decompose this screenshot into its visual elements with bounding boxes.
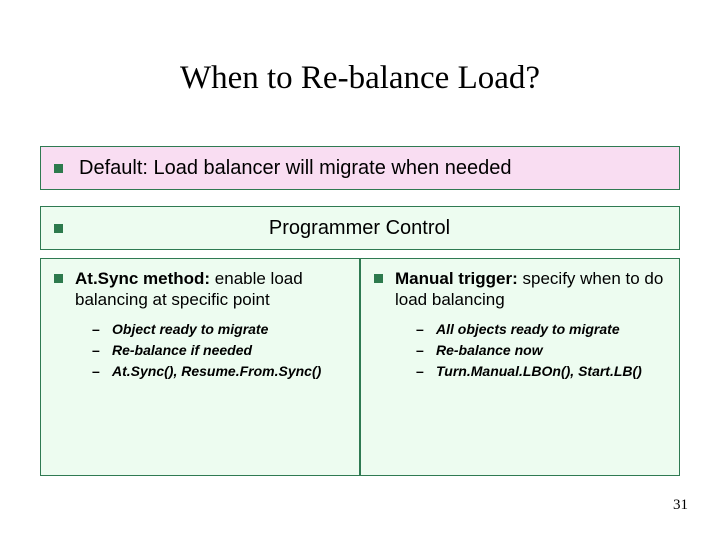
dash-bullet-icon: – bbox=[92, 363, 100, 379]
list-item-text: Re-balance now bbox=[436, 342, 543, 358]
list-item: – All objects ready to migrate bbox=[416, 320, 670, 338]
list-item: – Turn.Manual.LBOn(), Start.LB() bbox=[416, 362, 670, 380]
list-item-text: All objects ready to migrate bbox=[436, 321, 620, 337]
right-heading-rest: specify when to do load balancing bbox=[395, 269, 664, 309]
square-bullet-icon bbox=[374, 274, 383, 283]
list-item: – Object ready to migrate bbox=[92, 320, 350, 338]
list-item: – Re-balance if needed bbox=[92, 341, 350, 359]
right-heading-bold: Manual trigger: bbox=[395, 269, 518, 288]
right-column: Manual trigger: specify when to do load … bbox=[360, 258, 680, 476]
square-bullet-icon bbox=[54, 274, 63, 283]
default-row-text: Default: Load balancer will migrate when… bbox=[79, 156, 512, 179]
right-sub-list: – All objects ready to migrate – Re-bala… bbox=[374, 320, 670, 380]
dash-bullet-icon: – bbox=[416, 342, 424, 358]
dash-bullet-icon: – bbox=[92, 321, 100, 337]
page-title: When to Re-balance Load? bbox=[179, 60, 541, 96]
default-row-box bbox=[40, 146, 680, 190]
list-item-text: Turn.Manual.LBOn(), Start.LB() bbox=[436, 363, 642, 379]
list-item-text: At.Sync(), Resume.From.Sync() bbox=[112, 363, 322, 379]
square-bullet-icon bbox=[54, 223, 63, 233]
list-item-text: Object ready to migrate bbox=[112, 321, 269, 337]
left-heading-rest: enable load balancing at specific point bbox=[75, 269, 303, 309]
dash-bullet-icon: – bbox=[416, 363, 424, 379]
right-heading-text: Manual trigger: specify when to do load … bbox=[395, 268, 670, 310]
left-heading-bold: At.Sync method: bbox=[75, 269, 211, 288]
left-column: At.Sync method: enable load balancing at… bbox=[40, 258, 360, 476]
default-row: Default: Load balancer will migrate when… bbox=[40, 146, 680, 190]
programmer-row-text: Programmer Control bbox=[268, 216, 451, 239]
list-item-text: Re-balance if needed bbox=[112, 342, 253, 358]
left-heading-text: At.Sync method: enable load balancing at… bbox=[75, 268, 350, 310]
right-column-heading: Manual trigger: specify when to do load … bbox=[374, 268, 670, 310]
programmer-row-box bbox=[40, 206, 680, 250]
list-item: – Re-balance now bbox=[416, 341, 670, 359]
dash-bullet-icon: – bbox=[416, 321, 424, 337]
page-number: 31 bbox=[673, 497, 688, 513]
dash-bullet-icon: – bbox=[92, 342, 100, 358]
programmer-row: Programmer Control bbox=[40, 206, 680, 250]
list-item: – At.Sync(), Resume.From.Sync() bbox=[92, 362, 350, 380]
square-bullet-icon bbox=[54, 163, 63, 173]
left-column-box bbox=[40, 258, 360, 476]
right-column-box bbox=[360, 258, 680, 476]
left-column-heading: At.Sync method: enable load balancing at… bbox=[54, 268, 350, 310]
left-sub-list: – Object ready to migrate – Re-balance i… bbox=[54, 320, 350, 380]
